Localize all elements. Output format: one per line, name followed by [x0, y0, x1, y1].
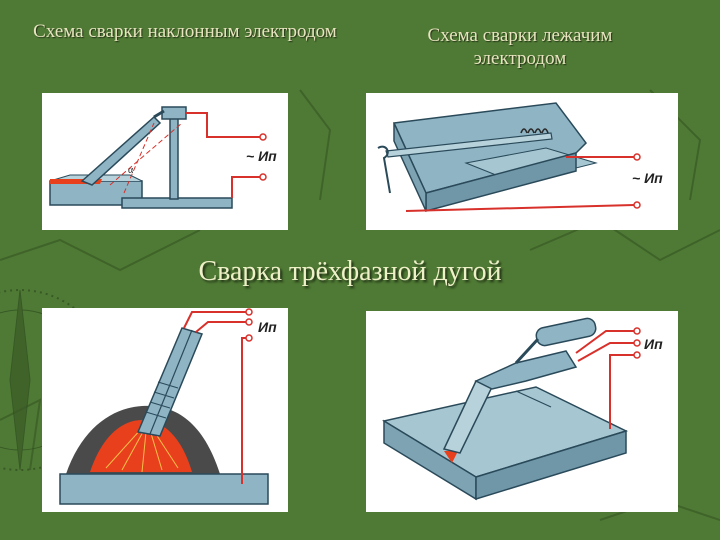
three-phase-right-illustration: Ип [382, 317, 663, 501]
terminal-label: ~ Ип [632, 170, 663, 186]
caption-three-phase-arc: Сварка трёхфазной дугой [198, 256, 502, 287]
terminal-label: Ип [258, 319, 277, 335]
diagram-inclined-electrode: α ~ Ип [42, 93, 288, 230]
caption-inclined-electrode: Схема сварки наклонным электродом [33, 21, 337, 42]
diagram-three-phase-arc-right: Ип [366, 311, 678, 512]
caption-lying-electrode: Схема сварки лежачим электродом [427, 25, 613, 69]
diagram-three-phase-arc-left: Ип [42, 308, 288, 512]
terminal-label: ~ Ип [246, 148, 277, 164]
lying-electrode-illustration: ~ Ип [377, 102, 663, 212]
inclined-electrode-illustration: α ~ Ип [49, 106, 277, 209]
terminal-label: Ип [644, 336, 663, 352]
diagram-lying-electrode: ~ Ип [366, 93, 678, 230]
three-phase-left-illustration: Ип [59, 308, 277, 505]
angle-label: α [128, 165, 134, 176]
